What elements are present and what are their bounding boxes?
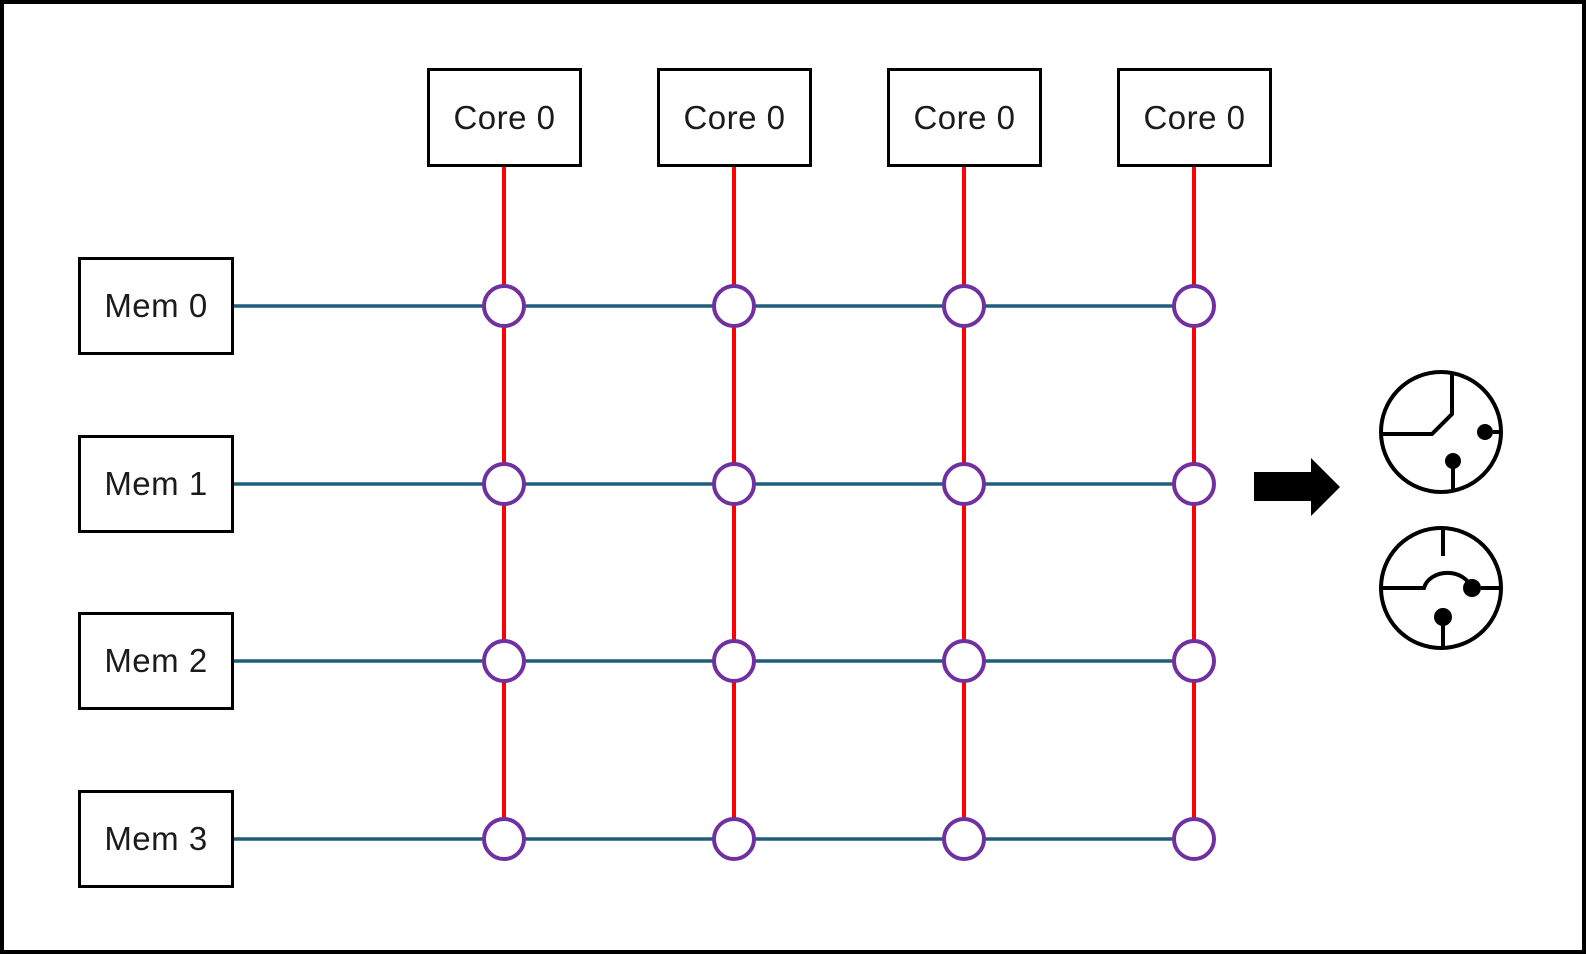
crosspoint-node-icon (712, 639, 756, 683)
legend (1254, 370, 1503, 650)
crosspoint-connected-icon (1379, 370, 1503, 494)
crosspoint-node-icon (942, 817, 986, 861)
crosspoint-node-icon (942, 284, 986, 328)
core-box-2: Core 0 (887, 68, 1042, 167)
core-box-1: Core 0 (657, 68, 812, 167)
crosspoint-node-icon (482, 462, 526, 506)
core-box-label: Core 0 (1143, 98, 1246, 136)
crosspoint-node-icon (482, 639, 526, 683)
crosspoint-grid (482, 284, 1216, 861)
mem-box-label: Mem 3 (104, 820, 208, 857)
mem-box-1: Mem 1 (78, 435, 234, 533)
right-arrow-icon (1254, 458, 1340, 516)
crosspoint-node-icon (942, 639, 986, 683)
crosspoint-node-icon (1172, 462, 1216, 506)
core-box-label: Core 0 (683, 98, 786, 136)
crosspoint-node-icon (942, 462, 986, 506)
mem-box-3: Mem 3 (78, 790, 234, 888)
diagram-canvas (233, 167, 1503, 861)
mem-bus-lines (233, 304, 1194, 841)
crosspoint-node-icon (712, 284, 756, 328)
mem-box-label: Mem 0 (104, 287, 208, 324)
mem-box-0: Mem 0 (78, 257, 234, 355)
crosspoint-node-icon (712, 462, 756, 506)
core-box-label: Core 0 (453, 98, 556, 136)
mem-box-label: Mem 2 (104, 642, 208, 679)
core-box-label: Core 0 (913, 98, 1016, 136)
core-box-3: Core 0 (1117, 68, 1272, 167)
crosspoint-node-icon (482, 817, 526, 861)
mem-box-2: Mem 2 (78, 612, 234, 710)
core-bus-lines (502, 167, 1196, 839)
crosspoint-node-icon (1172, 284, 1216, 328)
crosspoint-node-icon (482, 284, 526, 328)
crosspoint-bypass-icon (1379, 526, 1503, 650)
crosspoint-node-icon (1172, 639, 1216, 683)
core-box-0: Core 0 (427, 68, 582, 167)
mem-box-label: Mem 1 (104, 465, 208, 502)
crosspoint-node-icon (1172, 817, 1216, 861)
crosspoint-node-icon (712, 817, 756, 861)
